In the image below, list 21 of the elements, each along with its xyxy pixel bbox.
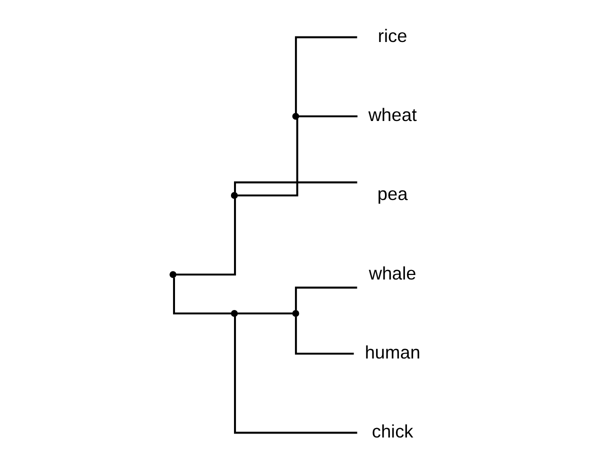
node-point [292, 310, 299, 317]
connector [172, 278, 231, 314]
node-text: wheat [368, 105, 416, 126]
connector [294, 316, 354, 355]
node-text: whale [368, 263, 416, 284]
node-point [292, 112, 299, 120]
connector [236, 118, 298, 196]
node-point [230, 310, 238, 317]
node-point [230, 192, 238, 199]
connector [175, 198, 236, 276]
node-text: human [364, 342, 420, 362]
connector [236, 312, 292, 314]
node-point [169, 271, 176, 278]
node-text: chick [371, 422, 413, 442]
connector [298, 115, 357, 118]
connector [234, 316, 357, 434]
node-text: pea [376, 184, 408, 204]
connector [234, 181, 357, 192]
connector [294, 36, 357, 114]
connector [294, 286, 357, 310]
node-text: rice [377, 26, 407, 46]
